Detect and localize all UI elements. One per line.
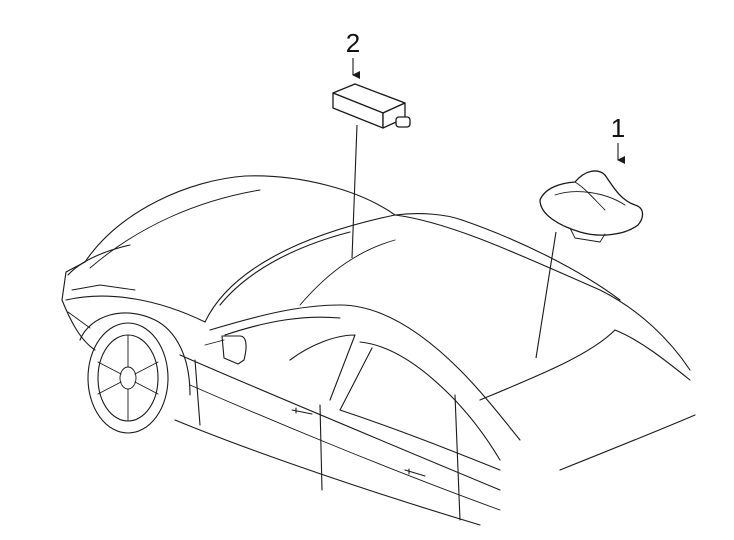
antenna-part: [539, 170, 644, 243]
antenna-module-part: [332, 83, 411, 129]
callout-number: 1: [611, 113, 625, 143]
callout-number: 2: [346, 28, 360, 58]
leader-line-2: [351, 124, 358, 259]
vehicle-outline: [61, 175, 696, 526]
callout-1: 1: [611, 113, 625, 164]
leader-line-1: [535, 231, 557, 359]
callout-2: 2: [346, 28, 360, 79]
